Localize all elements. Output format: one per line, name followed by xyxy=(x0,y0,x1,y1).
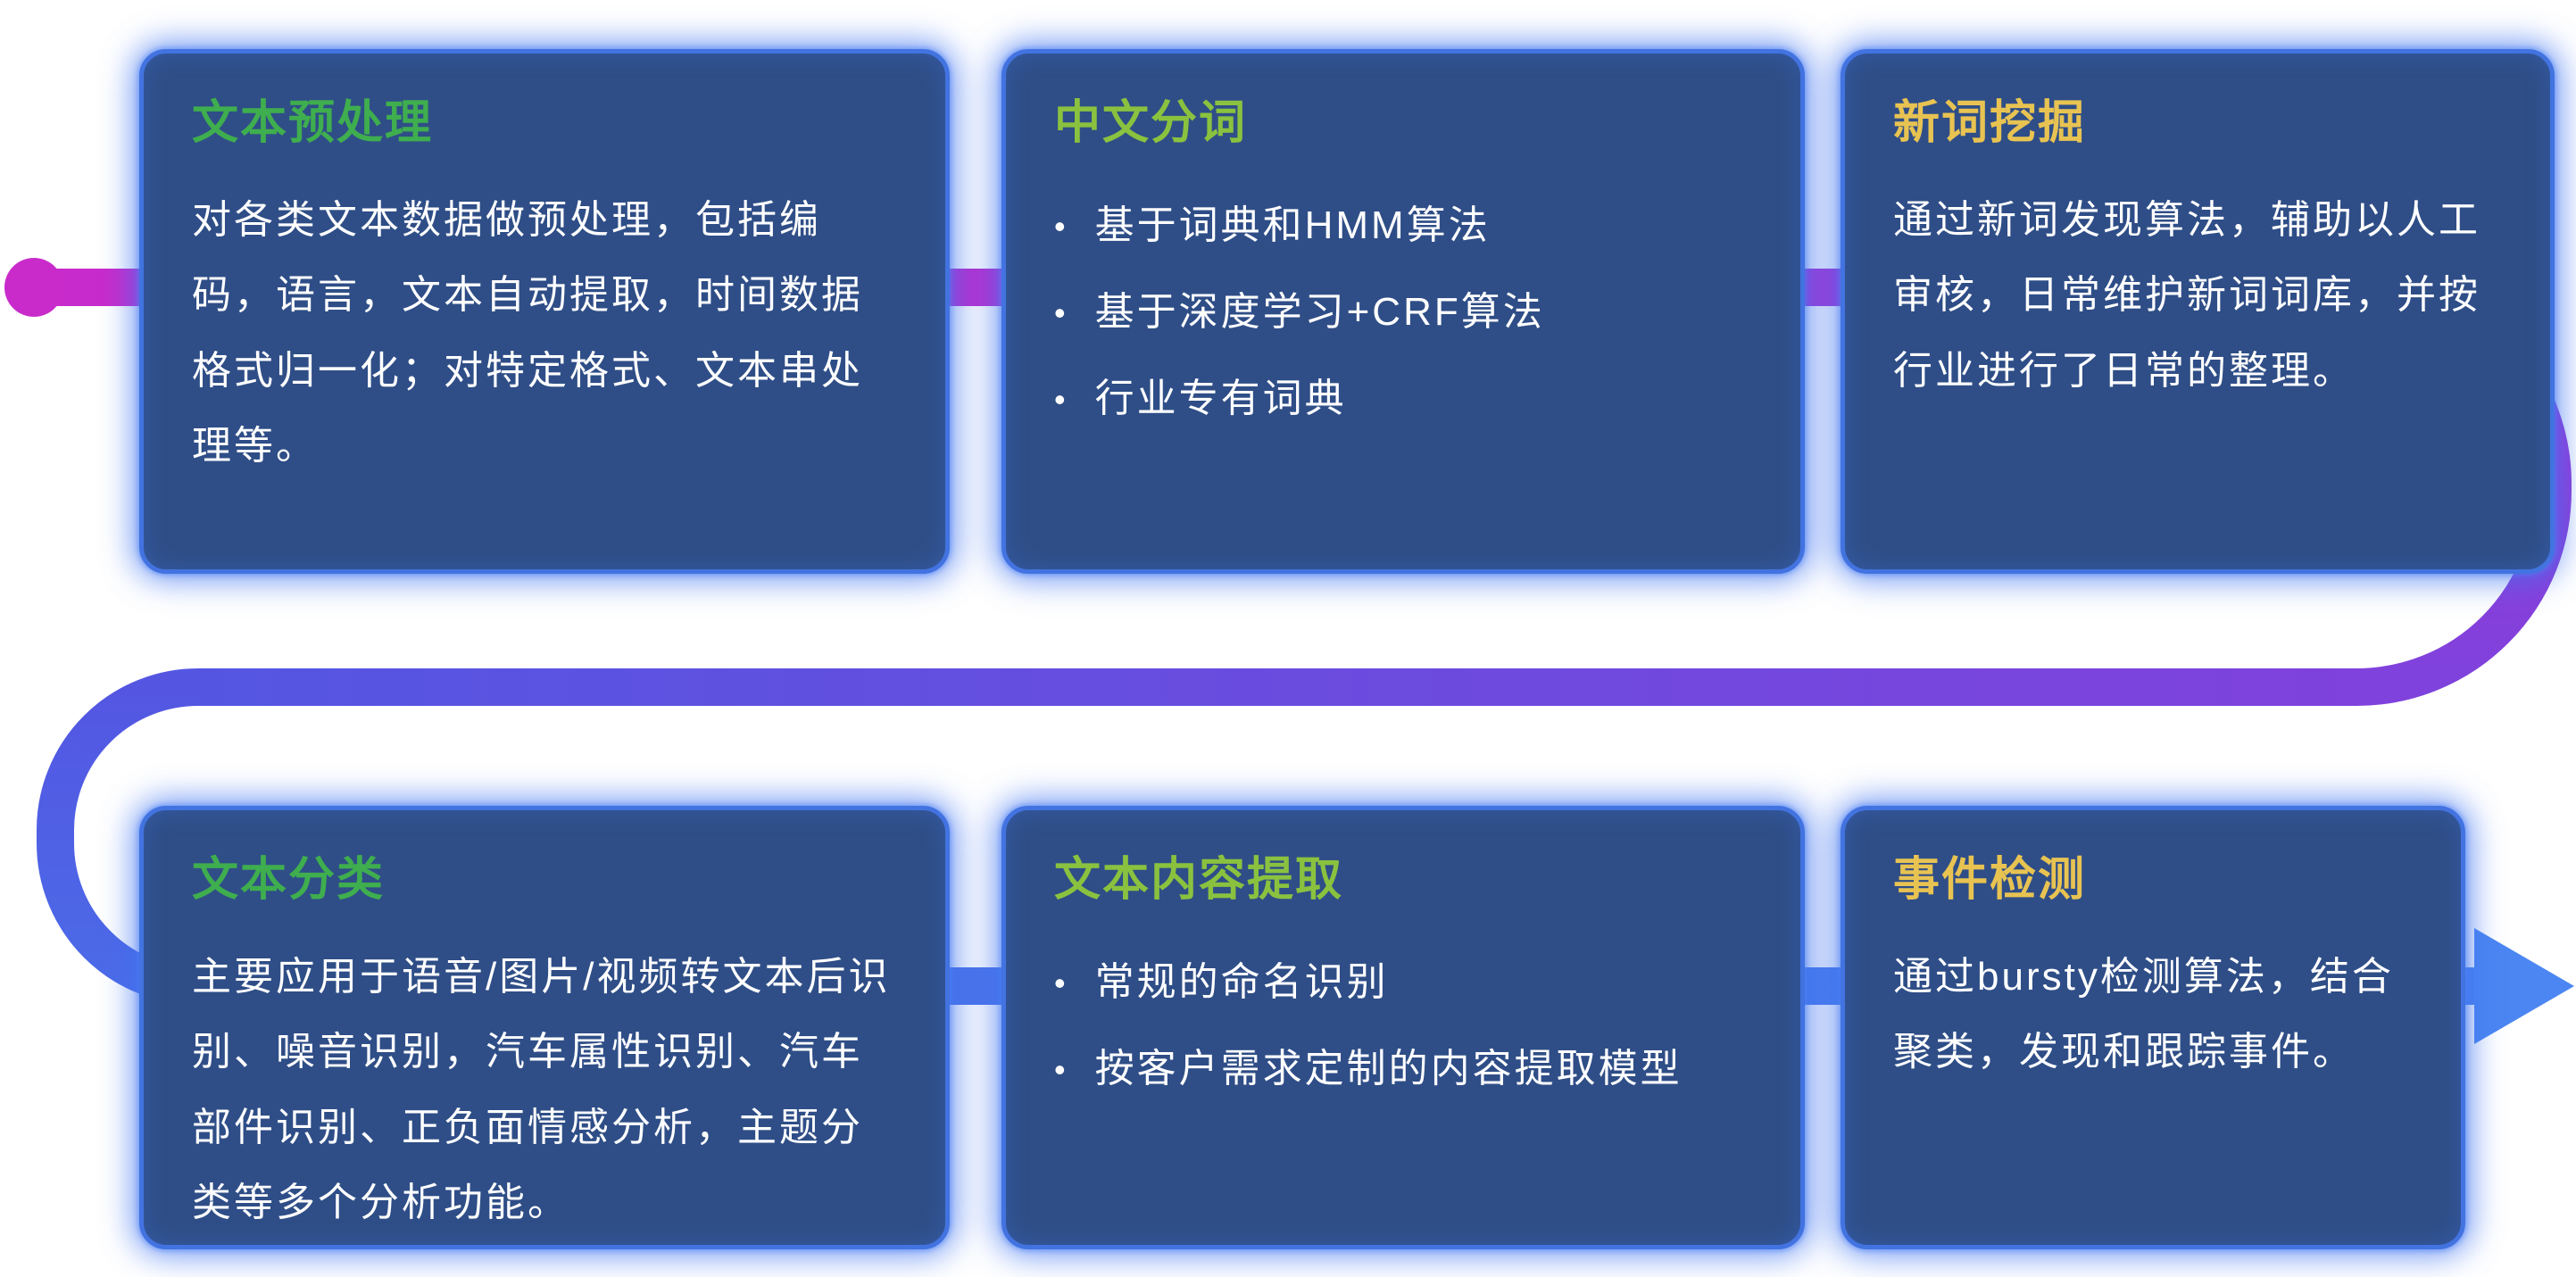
bullet-dot: • xyxy=(1054,965,1068,1001)
card-title: 文本内容提取 xyxy=(1054,854,1344,906)
bullet-item: • 常规的命名识别 xyxy=(1054,940,1752,1026)
pipeline-arrow-icon xyxy=(2474,928,2574,1044)
bullet-list: • 基于词典和HMM算法 • 基于深度学习+CRF算法 • 行业专有词典 xyxy=(1054,183,1752,444)
card-chinese-segmentation: 中文分词 • 基于词典和HMM算法 • 基于深度学习+CRF算法 • 行业专有词… xyxy=(1001,49,1805,574)
bullet-item: • 按客户需求定制的内容提取模型 xyxy=(1054,1026,1752,1113)
card-title: 新词挖掘 xyxy=(1893,97,2087,149)
card-body: 主要应用于语音/图片/视频转文本后识别、噪音识别，汽车属性识别、汽车部件识别、正… xyxy=(192,955,891,1225)
card-body: 通过新词发现算法，辅助以人工审核，日常维护新词词库，并按行业进行了日常的整理。 xyxy=(1893,198,2480,393)
card-title: 事件检测 xyxy=(1893,854,2087,906)
bullet-item: • 基于深度学习+CRF算法 xyxy=(1054,269,1752,356)
pipeline-start-dot xyxy=(4,258,63,317)
bullet-dot: • xyxy=(1054,294,1068,332)
bullet-text: 行业专有词典 xyxy=(1094,377,1347,421)
bullet-dot: • xyxy=(1054,208,1068,245)
card-title: 文本分类 xyxy=(192,854,386,906)
card-body: 通过bursty检测算法，结合聚类，发现和跟踪事件。 xyxy=(1893,955,2394,1074)
bullet-dot: • xyxy=(1054,1051,1068,1089)
bullet-text: 按客户需求定制的内容提取模型 xyxy=(1094,1047,1683,1091)
card-body: 对各类文本数据做预处理，包括编码，语言，文本自动提取，时间数据格式归一化；对特定… xyxy=(192,198,863,469)
card-title: 文本预处理 xyxy=(192,97,434,149)
bullet-item: • 基于词典和HMM算法 xyxy=(1054,183,1752,269)
card-title: 中文分词 xyxy=(1054,97,1248,149)
card-new-word-mining: 新词挖掘 通过新词发现算法，辅助以人工审核，日常维护新词词库，并按行业进行了日常… xyxy=(1841,49,2555,574)
bullet-text: 基于词典和HMM算法 xyxy=(1094,203,1491,247)
pipeline-left-curve xyxy=(37,668,199,1005)
bullet-dot: • xyxy=(1054,381,1068,419)
card-text-preprocessing: 文本预处理 对各类文本数据做预处理，包括编码，语言，文本自动提取，时间数据格式归… xyxy=(139,49,950,574)
bullet-text: 基于深度学习+CRF算法 xyxy=(1094,290,1545,335)
card-content-extraction: 文本内容提取 • 常规的命名识别 • 按客户需求定制的内容提取模型 xyxy=(1001,806,1805,1249)
card-text-classification: 文本分类 主要应用于语音/图片/视频转文本后识别、噪音识别，汽车属性识别、汽车部… xyxy=(139,806,950,1249)
bullet-text: 常规的命名识别 xyxy=(1094,960,1389,1004)
card-event-detection: 事件检测 通过bursty检测算法，结合聚类，发现和跟踪事件。 xyxy=(1841,806,2465,1249)
bullet-list: • 常规的命名识别 • 按客户需求定制的内容提取模型 xyxy=(1054,940,1752,1113)
bullet-item: • 行业专有词典 xyxy=(1054,356,1752,443)
